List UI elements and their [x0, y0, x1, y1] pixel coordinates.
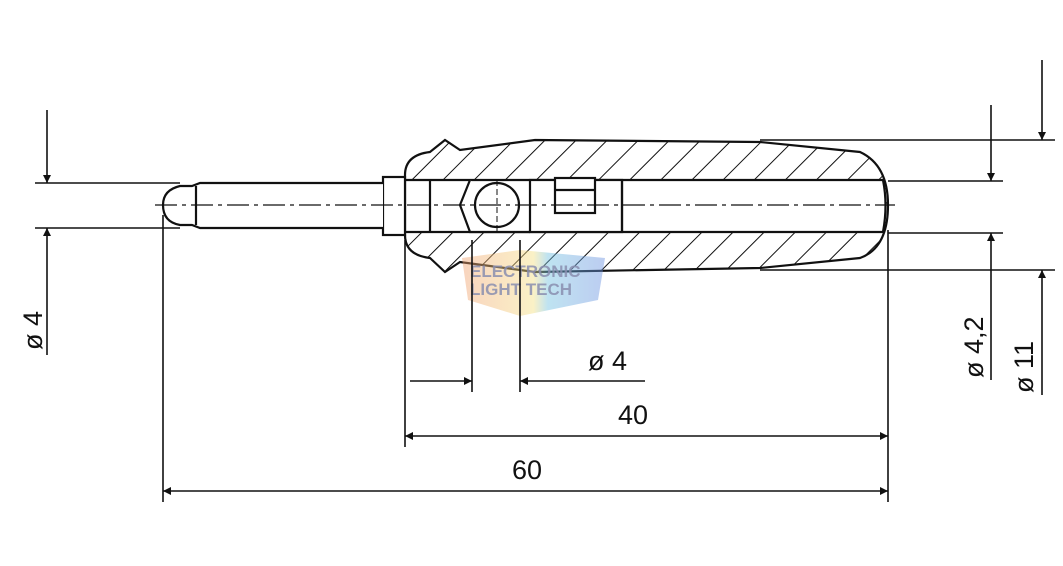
pin-diameter-label: ø 4	[18, 311, 48, 350]
body-length-label: 40	[618, 400, 648, 430]
watermark: ELECTRONIC LIGHT TECH	[462, 250, 605, 316]
svg-text:LIGHT TECH: LIGHT TECH	[470, 280, 572, 299]
set-screw	[553, 176, 597, 215]
outer-diameter-label: ø 11	[1009, 341, 1039, 393]
collar	[381, 175, 407, 237]
svg-text:ELECTRONIC: ELECTRONIC	[470, 262, 581, 281]
bore-diameter-label: ø 4,2	[959, 316, 989, 378]
ball-diameter-label: ø 4	[588, 346, 627, 376]
total-length-label: 60	[512, 455, 542, 485]
bore	[403, 178, 887, 234]
